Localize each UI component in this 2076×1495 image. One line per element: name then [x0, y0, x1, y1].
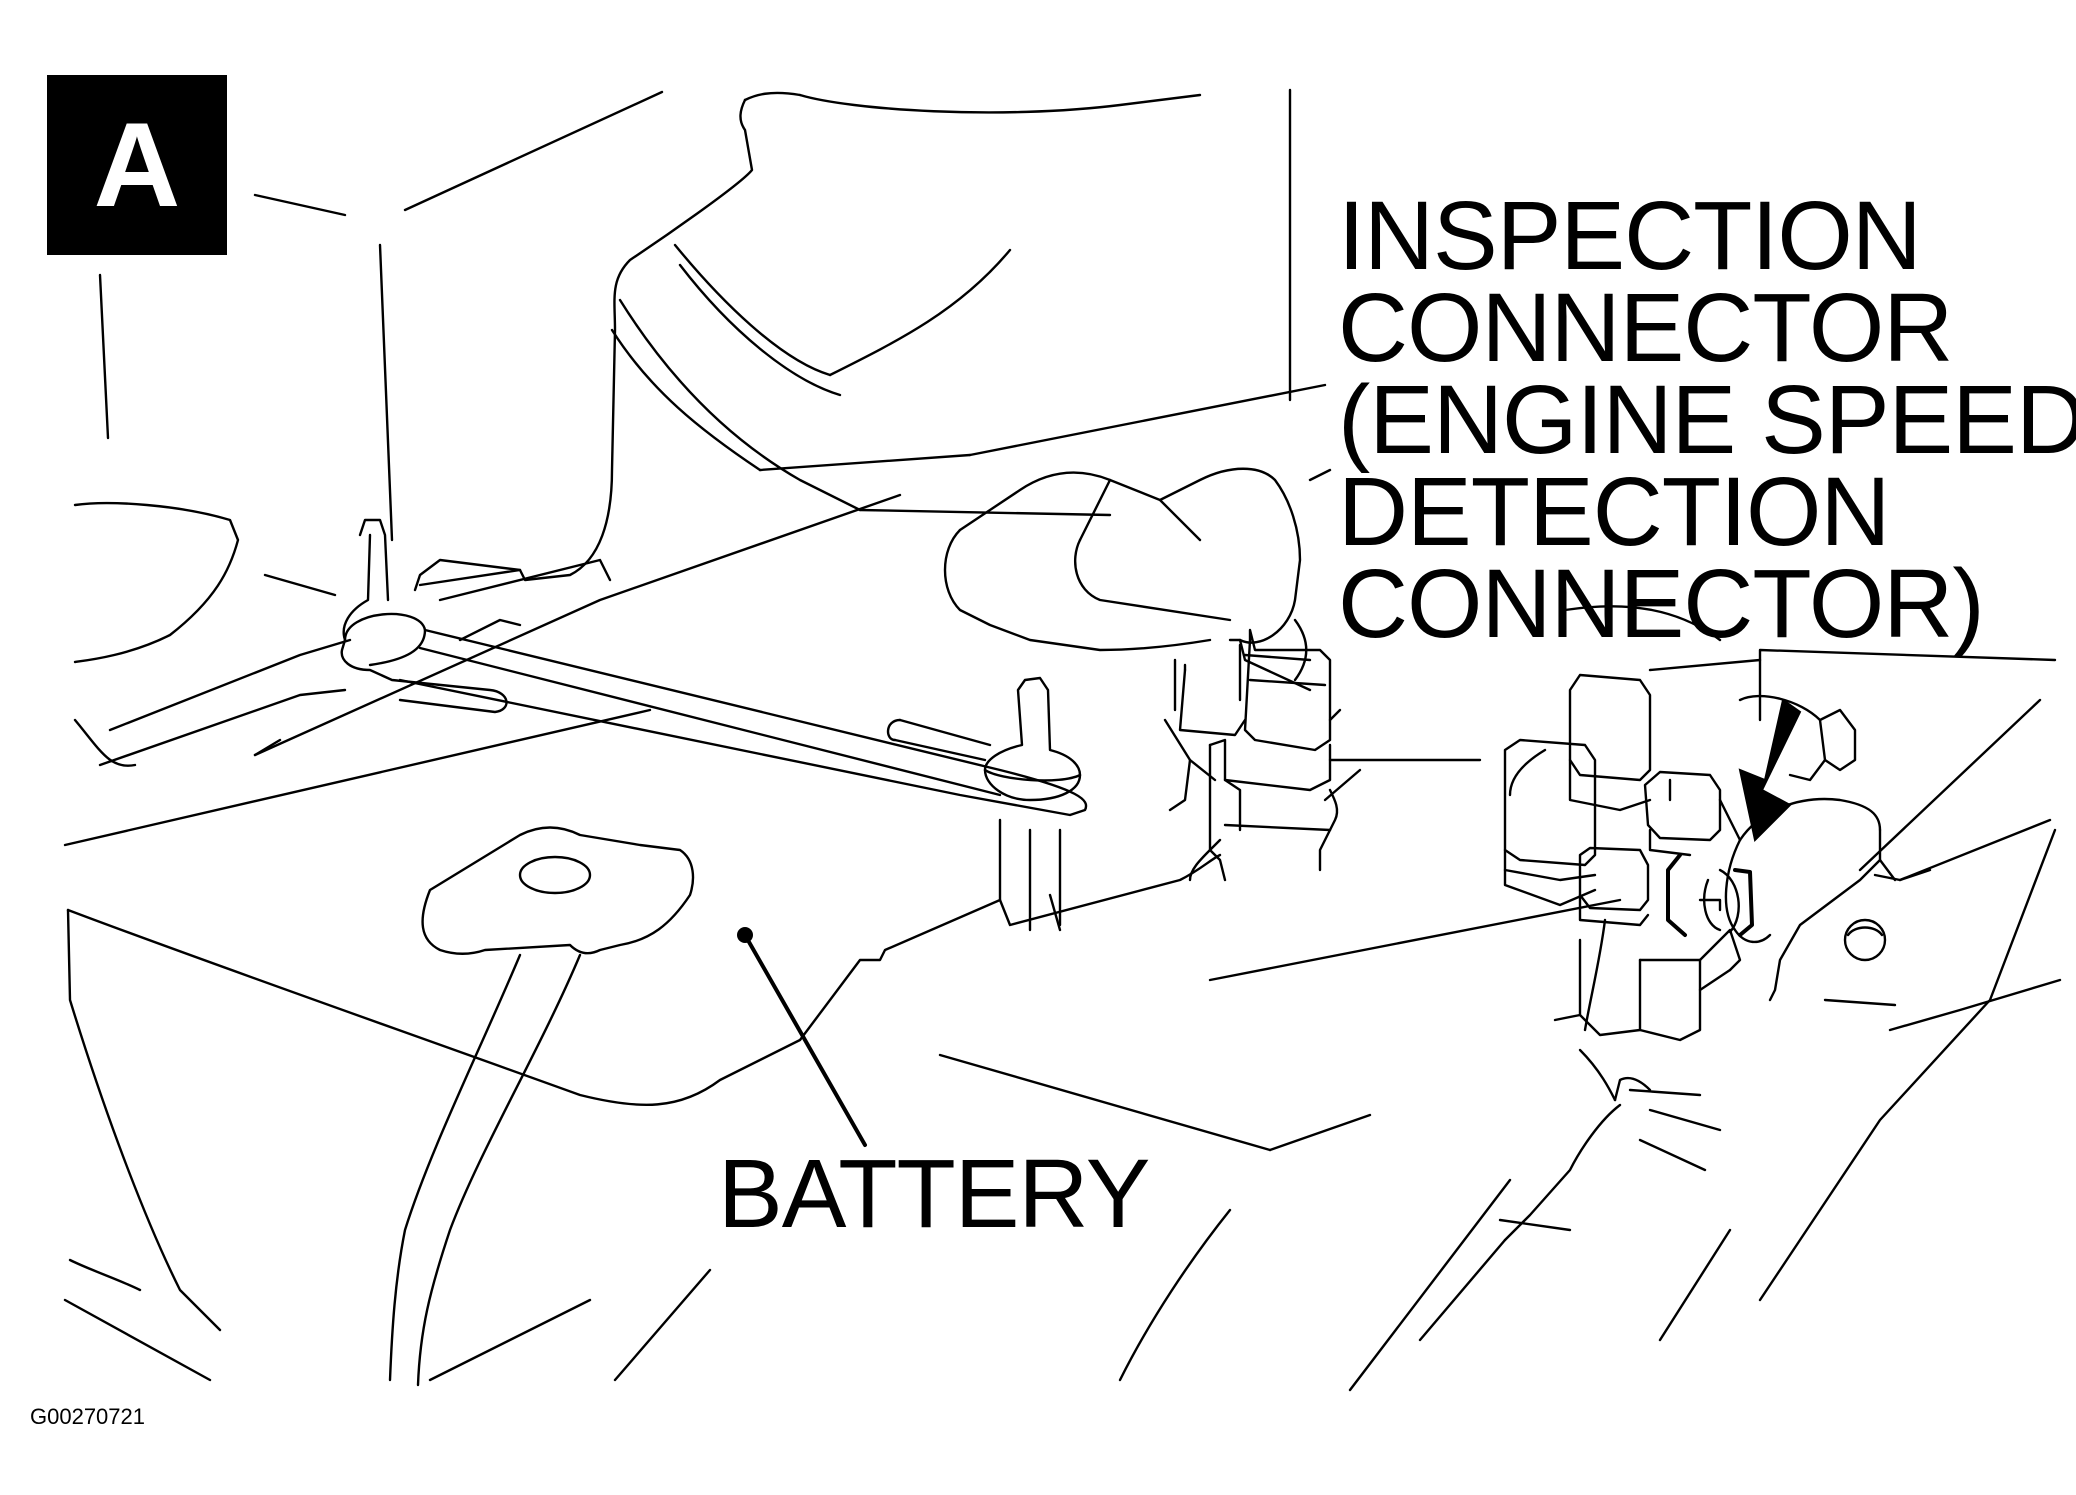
battery — [63, 708, 1222, 1382]
inspection-connector — [1666, 797, 1897, 1002]
fuse-box — [943, 467, 1482, 882]
inspection-connector-label-line: DETECTION — [1338, 457, 1890, 566]
inspection-connector-label-line: CONNECTOR) — [1338, 549, 1985, 658]
inspection-connector-label-line: INSPECTION — [1338, 181, 1922, 290]
left-hose — [73, 501, 352, 767]
inspection-connector-arrow — [1738, 698, 1802, 843]
view-label-badge: A — [47, 75, 227, 255]
inspection-connector-callout: INSPECTION CONNECTOR (ENGINE SPEED DETEC… — [1338, 181, 2076, 658]
battery-callout: BATTERY — [718, 1139, 1150, 1248]
relays — [1503, 673, 1857, 1042]
inspection-connector-label-line: CONNECTOR — [1338, 273, 1953, 382]
figure-id: G00270721 — [30, 1404, 145, 1429]
battery-terminal — [388, 826, 695, 1387]
upper-engine-components — [98, 88, 1327, 592]
inspection-connector-label-line: (ENGINE SPEED — [1338, 365, 2076, 474]
battery-hold-down-bracket — [253, 493, 1088, 932]
right-fender — [938, 468, 2062, 1392]
battery-leader-line — [737, 927, 867, 1147]
